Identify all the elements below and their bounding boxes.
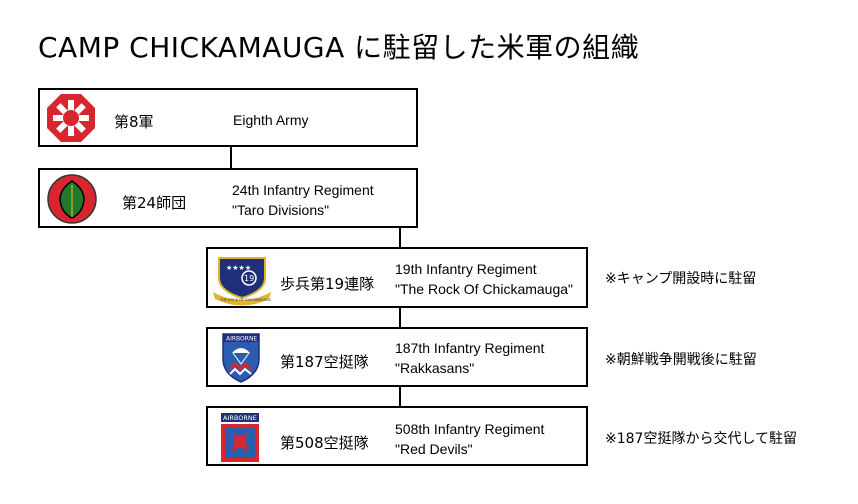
patch-banner: AIRBORNE [223, 414, 257, 422]
unit-en-name-line2: "Taro Divisions" [232, 202, 330, 218]
unit-box-24th: 第24師団 24th Infantry Regiment "Taro Divis… [38, 168, 418, 228]
unit-note: ※朝鮮戦争開戦後に駐留 [605, 352, 757, 368]
unit-jp-name: 第508空挺隊 [280, 434, 369, 452]
unit-en-name-line1: 187th Infantry Regiment [395, 340, 545, 356]
svg-text:★★★★: ★★★★ [226, 264, 251, 272]
connector-line [399, 307, 401, 328]
unit-en-name-line2: "Red Devils" [395, 441, 473, 457]
page-title: CAMP CHICKAMAUGA に駐留した米軍の組織 [38, 31, 640, 64]
unit-note: ※187空挺隊から交代して駐留 [605, 431, 798, 447]
unit-jp-name: 第187空挺隊 [280, 353, 369, 371]
crest-banner: THE ROCK OF CHICKAMAUGA [219, 298, 272, 302]
connector-line [230, 146, 232, 168]
connector-line [399, 386, 401, 407]
rakkasans-shield-icon: AIRBORNE [222, 333, 260, 383]
unit-en-name-line1: 24th Infantry Regiment [232, 182, 374, 198]
unit-box-eighth-army: 第8軍 Eighth Army [38, 88, 418, 147]
unit-en-name-line1: 19th Infantry Regiment [395, 261, 537, 277]
unit-en-name-line2: "Rakkasans" [395, 360, 475, 376]
unit-en-name-line2: "The Rock Of Chickamauga" [395, 281, 574, 297]
unit-en-name: Eighth Army [233, 112, 309, 128]
unit-box-19th: ★★★★ 19 THE ROCK OF CHICKAMAUGA 歩兵第19連隊 … [206, 247, 588, 308]
connector-line [399, 227, 401, 247]
unit-box-187th: AIRBORNE 第187空挺隊 187th Infantry Regiment… [206, 327, 588, 387]
crest-number: 19 [244, 274, 254, 283]
unit-note: ※キャンプ開設時に駐留 [605, 271, 757, 287]
rock-of-chickamauga-crest-icon: ★★★★ 19 THE ROCK OF CHICKAMAUGA [213, 257, 272, 306]
unit-jp-name: 歩兵第19連隊 [280, 275, 375, 293]
taro-leaf-patch-icon [47, 174, 97, 224]
red-devils-patch-icon: AIRBORNE [221, 413, 259, 462]
unit-en-name-line1: 508th Infantry Regiment [395, 421, 545, 437]
unit-jp-name: 第8軍 [114, 113, 154, 131]
eighth-army-patch-icon [47, 94, 95, 142]
unit-box-508th: AIRBORNE 第508空挺隊 508th Infantry Regiment… [206, 406, 588, 466]
shield-banner: AIRBORNE [226, 336, 257, 343]
unit-jp-name: 第24師団 [122, 194, 187, 212]
